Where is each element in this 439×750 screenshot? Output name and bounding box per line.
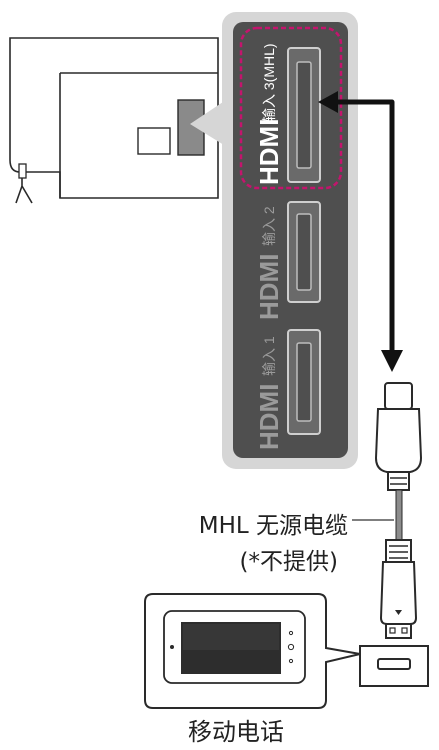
- tv-stand: [15, 163, 33, 204]
- hdmi-logo-2: HDMI: [254, 254, 284, 320]
- hdmi-cable-connector: [374, 382, 423, 491]
- port-label-3: 输入 3(MHL): [261, 43, 277, 122]
- highlight-dashed-outline: [239, 26, 343, 190]
- cable-name: MHL 无源电缆: [198, 513, 348, 539]
- hdmi-port-1: HDMI 输入 1: [254, 329, 321, 450]
- port-label-1: 输入 1: [261, 336, 277, 376]
- phone-port: [359, 645, 429, 687]
- callout-wedge: [190, 96, 232, 150]
- hdmi-port-3: HDMI 输入 3(MHL): [239, 26, 343, 190]
- hdmi-logo-3: HDMI: [254, 119, 284, 185]
- hdmi-panel: HDMI 输入 3(MHL) HDMI 输入 2 HDMI 输入 1: [222, 12, 358, 469]
- cable-body: [395, 489, 403, 541]
- hdmi-port-2: HDMI 输入 2: [254, 201, 321, 320]
- port-label-2: 输入 2: [261, 206, 277, 246]
- tv-terminal-box: [137, 127, 171, 155]
- connection-arrow: [318, 91, 403, 372]
- tv-back-illustration: [9, 37, 219, 204]
- micro-usb-connector: [379, 539, 418, 639]
- device-label: 移动电话: [188, 718, 284, 746]
- phone-screen: [181, 622, 281, 674]
- cable-note: (*不提供): [239, 549, 338, 575]
- mobile-phone-illustration: [163, 610, 306, 684]
- hdmi-logo-1: HDMI: [254, 384, 284, 450]
